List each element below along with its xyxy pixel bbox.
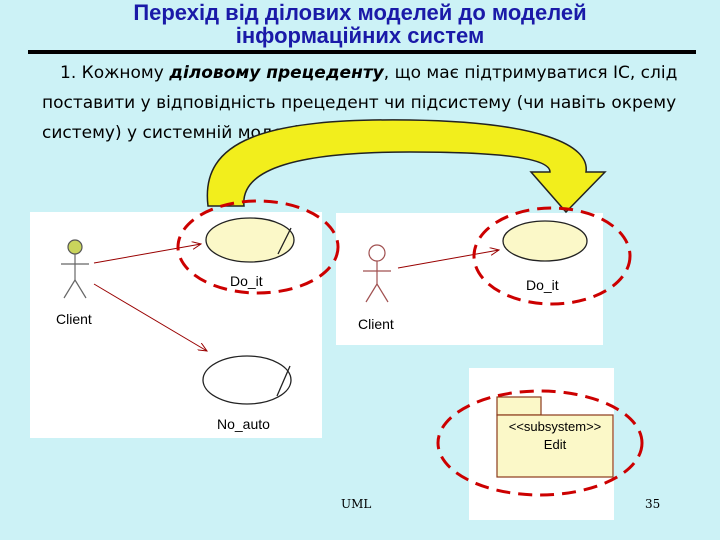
actor-label-left: Client <box>56 311 92 327</box>
association-line <box>93 283 207 351</box>
highlight-ellipse <box>176 199 340 295</box>
subsystem-package <box>496 396 614 478</box>
paragraph-prefix: 1. Кожному <box>60 63 170 83</box>
paragraph-emphasis: діловому прецеденту <box>169 63 384 83</box>
actor-label-right: Client <box>358 316 394 332</box>
page-number: 35 <box>645 497 661 511</box>
usecase-no-auto <box>202 355 292 405</box>
subsystem-name: Edit <box>543 437 567 452</box>
usecase-label-do-it-left: Do_it <box>230 273 263 289</box>
highlight-ellipse <box>472 206 632 306</box>
mapping-arrow <box>206 119 607 214</box>
usecase-do-it-left <box>205 217 295 263</box>
association-line <box>397 250 499 269</box>
usecase-label-no-auto: No_auto <box>217 416 270 432</box>
slide-title-line2: інформаційних систем <box>235 23 485 48</box>
usecase-do-it-right <box>502 220 588 262</box>
client-actor-icon-left <box>61 239 89 299</box>
subsystem-stereotype: <<subsystem>> <box>508 419 602 434</box>
slide-title-line1: Перехід від ділових моделей до моделей <box>133 0 587 25</box>
footer-left: UML <box>341 497 372 511</box>
body-paragraph: 1. Кожному діловому прецеденту, що має п… <box>42 58 702 148</box>
title-divider <box>28 50 696 54</box>
highlight-ellipse <box>436 389 644 497</box>
paragraph-suffix: , що має підтримуватися ІС, слід постави… <box>42 63 678 143</box>
client-actor-icon-right <box>363 244 391 303</box>
association-line <box>93 244 201 264</box>
usecase-label-do-it-right: Do_it <box>526 277 559 293</box>
